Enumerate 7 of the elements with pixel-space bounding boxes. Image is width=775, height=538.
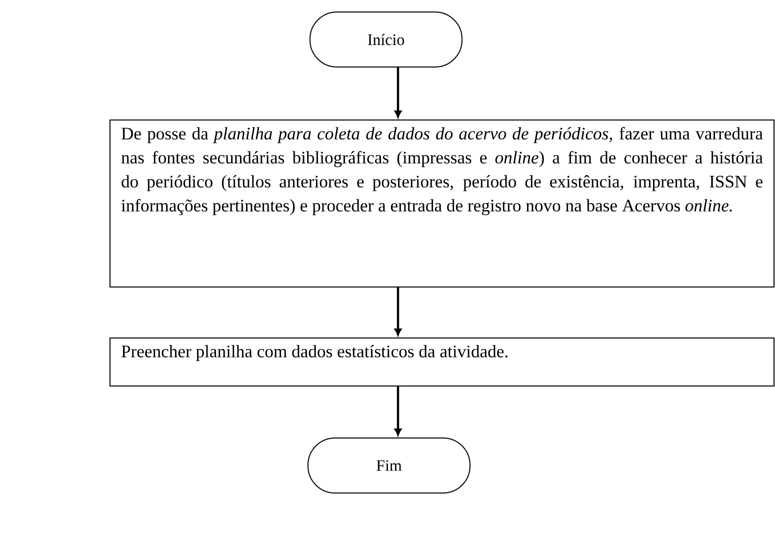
terminal-box: Fim (308, 438, 470, 494)
process-box: De posse da planilha para coleta de dados do acervo de periódicos, fazer uma varredura nas fontes secundárias bibliográficas (impressas e online) a fim de conhecer a história do periódico (títulos anteriores e posteriores, período de existência, imprenta, ISSN e informações pertinentes) e proceder a entrada de registro novo na base Acervos online. (110, 120, 774, 288)
arrow (394, 386, 402, 436)
arrow (394, 288, 402, 336)
process-box: Preencher planilha com dados estatísticos da atividade. (110, 338, 774, 386)
terminal-box: Início (310, 12, 462, 68)
arrow (394, 68, 402, 118)
